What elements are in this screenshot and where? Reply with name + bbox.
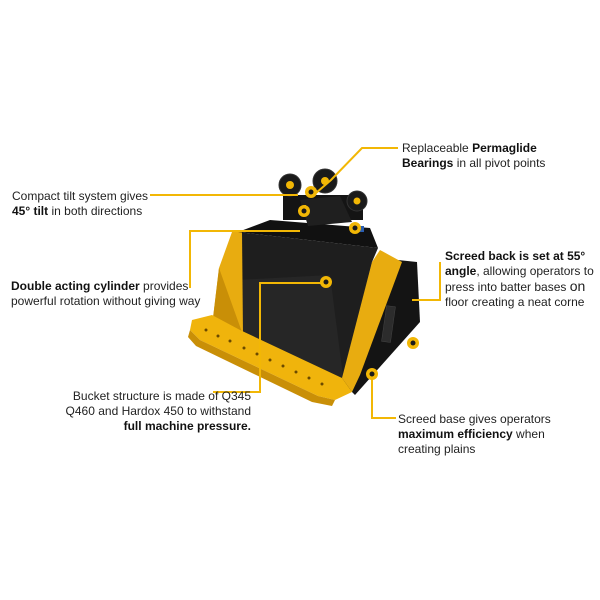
- bearings-bold-2: Bearings: [402, 156, 454, 170]
- callout-structure: Bucket structure is made of Q345 Q460 an…: [46, 389, 251, 434]
- tilt-bold: 45° tilt: [12, 204, 49, 218]
- structure-bold: full machine pressure.: [123, 419, 251, 433]
- tilt-coupler: [278, 168, 368, 226]
- screed-base-bold: maximum efficiency: [398, 427, 513, 441]
- bucket-left-wall-shade: [213, 268, 243, 335]
- screed-back-on: on: [569, 278, 586, 294]
- tilt-mount-frame: [238, 220, 378, 248]
- leader-bearings: [315, 147, 398, 194]
- marker-bearings: [305, 186, 317, 198]
- screed-base-text-2: when creating plains: [398, 427, 545, 456]
- screed-base-text: Screed base gives operators: [398, 412, 551, 426]
- marker-screed-back: [407, 337, 419, 349]
- cylinder-text: provides powerful rotation without givin…: [11, 279, 201, 308]
- leader-screed-base: [371, 375, 396, 419]
- callout-tilt: Compact tilt system gives 45° tilt in bo…: [12, 189, 182, 219]
- bucket-cutting-edge-front: [188, 330, 335, 406]
- callout-screed-back: Screed back is set at 55° angle, allowin…: [445, 249, 600, 310]
- tilt-text-2: in both directions: [48, 204, 143, 218]
- bucket-floor-shade: [237, 275, 344, 384]
- leader-cylinder: [189, 230, 300, 288]
- bucket-right-edge: [342, 250, 402, 392]
- structure-text-2: Q460 and Hardox 450 to withstand: [65, 404, 251, 418]
- marker-tilt: [298, 205, 310, 217]
- screed-back-bold: Screed back is set at 55°: [445, 249, 586, 263]
- tilt-text: Compact tilt system gives: [12, 189, 149, 203]
- bucket-cutting-edge: [190, 315, 352, 400]
- callout-screed-base: Screed base gives operators maximum effi…: [398, 412, 573, 457]
- leader-screed-back: [412, 262, 441, 301]
- bearings-text: Replaceable: [402, 141, 473, 155]
- marker-screed-base: [366, 368, 378, 380]
- screed-back-text-2: floor creating a neat corne: [445, 295, 585, 309]
- edge-bolts: [204, 328, 324, 386]
- cylinder-bold: Double acting cylinder: [11, 279, 140, 293]
- bearings-text-2: in all pivot points: [453, 156, 546, 170]
- screed-back-text: , allowing operators to press into batte…: [445, 264, 594, 294]
- callout-markers: [298, 186, 419, 380]
- bearings-bold: Permaglide: [472, 141, 537, 155]
- callout-cylinder: Double acting cylinder provides powerful…: [11, 279, 226, 309]
- leader-structure: [213, 282, 325, 393]
- marker-cylinder: [349, 222, 361, 234]
- structure-text-1: Bucket structure is made of Q345: [72, 389, 251, 403]
- marker-structure: [320, 276, 332, 288]
- callout-bearings: Replaceable Permaglide Bearings in all p…: [402, 141, 582, 171]
- screed-back-bold-2: angle: [445, 264, 477, 278]
- bucket-nameplate: [381, 305, 396, 343]
- tilt-bucket: [188, 220, 420, 406]
